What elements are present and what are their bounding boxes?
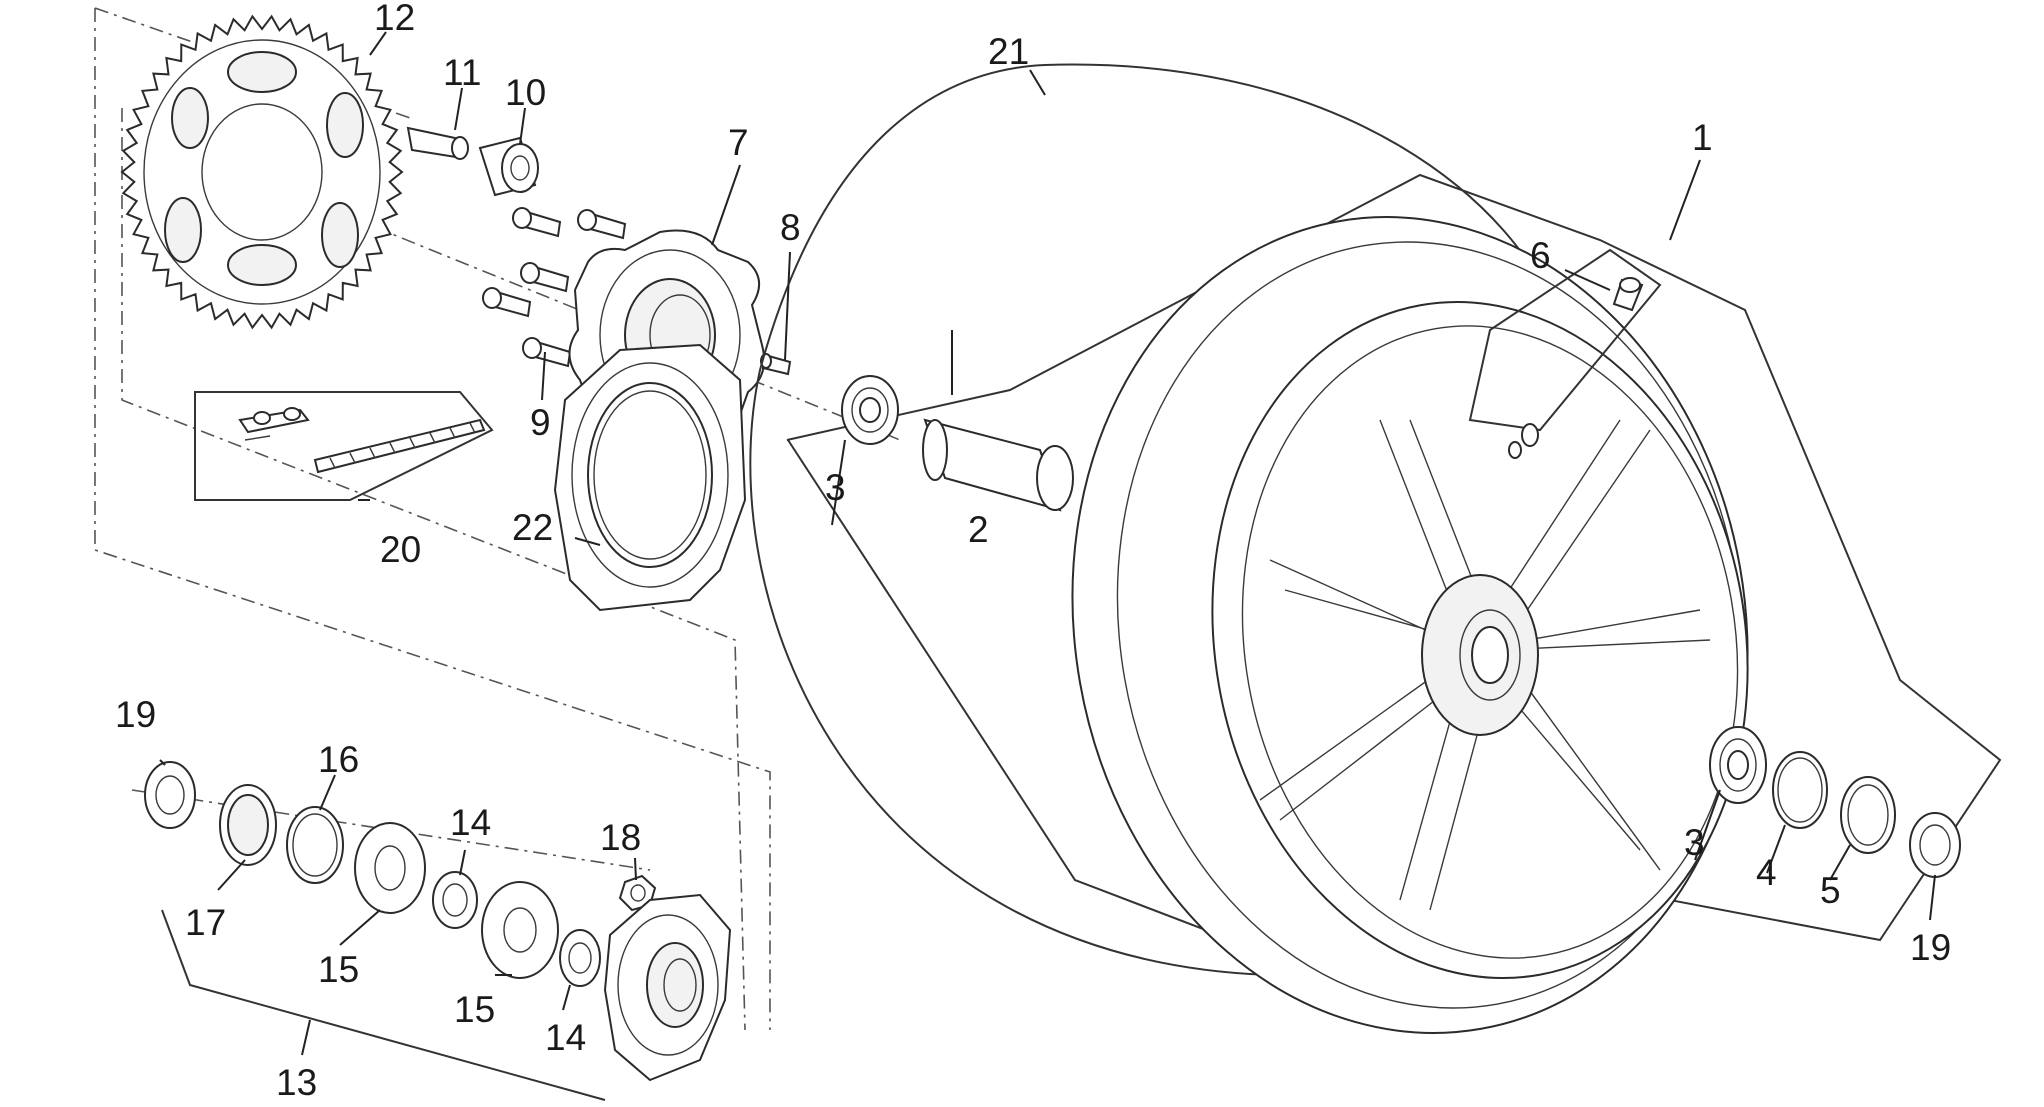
callout-2: 2 <box>968 509 989 550</box>
chain <box>194 391 494 501</box>
callout-3-right: 3 <box>1684 822 1705 863</box>
chain-group-dashed-frame <box>121 108 746 1031</box>
wheel-spokes <box>1259 419 1711 911</box>
callout-6: 6 <box>1530 235 1551 276</box>
sprocket-cutout-2 <box>326 92 364 158</box>
valve-inset <box>1468 248 1662 459</box>
callout-21: 21 <box>988 31 1029 72</box>
callout-19-right: 19 <box>1910 927 1951 968</box>
sprocket-cutout-1 <box>227 51 297 93</box>
sprocket-cutout-4 <box>227 244 297 286</box>
wheel-bearing-left <box>841 375 899 445</box>
seal-ring <box>1840 776 1896 854</box>
wheel-assembly-frame <box>786 173 2002 1012</box>
circlip-16 <box>286 806 344 884</box>
callout-13: 13 <box>276 1062 317 1103</box>
bearing-15-right <box>481 881 559 979</box>
callout-15-left: 15 <box>318 949 359 990</box>
callout-11: 11 <box>443 52 481 93</box>
callout-10: 10 <box>505 72 546 113</box>
callout-18: 18 <box>600 817 641 858</box>
sprocket-screws <box>482 207 627 368</box>
hub-group-frame <box>161 909 606 1101</box>
dowel-pin <box>760 353 792 376</box>
callout-1: 1 <box>1692 117 1713 158</box>
spacer-14-left <box>432 871 478 929</box>
callout-14-upper: 14 <box>450 802 491 843</box>
spacer-19-left <box>144 761 196 829</box>
callout-4: 4 <box>1756 852 1777 893</box>
callout-17: 17 <box>185 902 226 943</box>
sprocket-body <box>143 39 381 305</box>
circlip <box>1772 751 1828 829</box>
callout-20: 20 <box>380 529 421 570</box>
callout-15-right: 15 <box>454 989 495 1030</box>
rear-sprocket <box>120 14 404 330</box>
callout-5: 5 <box>1820 870 1841 911</box>
abs-tone-wheel <box>553 343 747 612</box>
bearing-15-left <box>354 822 426 914</box>
callout-9: 9 <box>530 402 551 443</box>
sprocket-cutout-3 <box>321 202 359 268</box>
wheel-bearing-right <box>1709 726 1767 804</box>
spacer-tube <box>922 418 1074 512</box>
stud <box>406 126 469 160</box>
hub-flange-13 <box>603 893 732 1082</box>
callout-7: 7 <box>728 122 749 163</box>
spacer-14-right <box>559 929 601 987</box>
callout-12: 12 <box>374 0 415 38</box>
callout-22: 22 <box>512 507 553 548</box>
spacer-right <box>1909 812 1961 878</box>
callout-3-left: 3 <box>825 467 846 508</box>
seal-17 <box>219 784 277 866</box>
sprocket-cutout-6 <box>171 87 209 149</box>
chain-frame <box>194 391 494 501</box>
leader-lines <box>159 31 1936 1056</box>
callout-14-lower: 14 <box>545 1017 586 1058</box>
callout-19-left: 19 <box>115 694 156 735</box>
wheel-rim <box>1071 216 1749 1034</box>
callout-labels: 1 2 3 3 4 5 6 7 8 9 10 11 12 13 14 14 15… <box>115 0 1951 1103</box>
sprocket-bore <box>201 103 323 241</box>
spacer-bush <box>478 136 539 197</box>
callout-8: 8 <box>780 207 801 248</box>
sprocket-cutout-5 <box>164 197 202 263</box>
callout-16: 16 <box>318 739 359 780</box>
